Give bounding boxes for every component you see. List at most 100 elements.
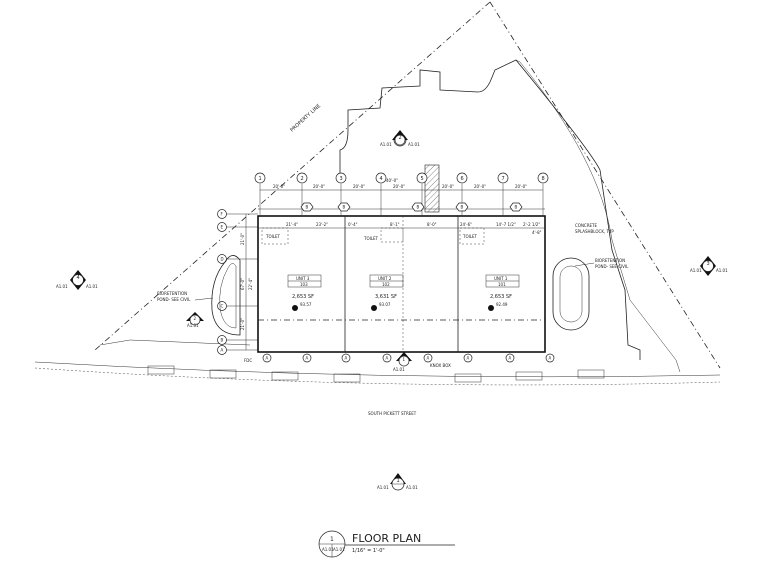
svg-text:B: B <box>306 205 309 210</box>
door-tag: A <box>382 353 392 363</box>
grid-bubble: 8 <box>537 172 549 184</box>
svg-text:1: 1 <box>259 176 262 182</box>
door-tag: A <box>505 353 515 363</box>
svg-text:4: 4 <box>77 275 80 281</box>
svg-text:93.57: 93.57 <box>300 302 312 307</box>
svg-text:A: A <box>266 356 269 361</box>
svg-text:40'-0": 40'-0" <box>386 178 398 183</box>
svg-text:2'-2 1/2": 2'-2 1/2" <box>523 222 540 227</box>
svg-text:BIORETENTION: BIORETENTION <box>157 291 187 296</box>
property-line-left <box>94 1 491 351</box>
svg-text:A: A <box>467 356 470 361</box>
bioretention-pond-left-inner <box>219 263 237 329</box>
grid-bubble: A <box>217 345 227 355</box>
window-tag: B <box>411 202 425 212</box>
svg-text:D: D <box>221 257 224 262</box>
svg-text:UNIT 2: UNIT 2 <box>378 276 392 281</box>
svg-text:C: C <box>221 304 224 309</box>
grid-bubble: 1 <box>254 172 266 184</box>
svg-text:93.07: 93.07 <box>379 302 391 307</box>
bioretention-pond-left <box>211 255 241 336</box>
svg-text:8: 8 <box>542 176 545 182</box>
svg-text:A1.01: A1.01 <box>56 284 68 289</box>
grid-bubble: 7 <box>497 172 509 184</box>
svg-text:20'-0": 20'-0" <box>353 184 365 189</box>
leader-line <box>194 297 214 301</box>
svg-text:A: A <box>221 348 224 353</box>
svg-text:B: B <box>417 205 420 210</box>
leader-line <box>574 262 595 267</box>
svg-text:B: B <box>221 338 224 343</box>
door-tag: A <box>423 353 433 363</box>
note-knox-box: KNOX BOX <box>430 363 451 368</box>
svg-text:8'-1": 8'-1" <box>390 222 400 227</box>
site-outline <box>339 59 641 360</box>
svg-text:B: B <box>343 205 346 210</box>
svg-text:B: B <box>515 205 518 210</box>
svg-text:SPLASHBLOCK, TYP: SPLASHBLOCK, TYP <box>575 229 614 234</box>
toilet-room: TOILET <box>363 227 404 243</box>
street-edge <box>34 367 721 386</box>
svg-text:3: 3 <box>707 261 710 267</box>
parking-spaces <box>147 365 605 383</box>
property-line-right <box>489 1 721 369</box>
scale-text: 1/16" = 1'-0" <box>352 548 385 554</box>
side-dimensions: 21'-0" 67'-0" 22'-4" 21'-0" <box>240 233 253 330</box>
svg-text:8'-0": 8'-0" <box>427 222 437 227</box>
svg-text:B: B <box>461 205 464 210</box>
note-fdc: FDC <box>244 358 252 363</box>
section-marker-5: 2 A1.01 <box>186 312 204 328</box>
svg-text:A: A <box>345 356 348 361</box>
svg-text:102: 102 <box>382 282 390 287</box>
svg-text:A: A <box>386 356 389 361</box>
grid-bubble: 5 <box>416 172 428 184</box>
grid-bubble: C <box>217 301 227 311</box>
grid-rows: F E D C B A <box>217 209 258 355</box>
svg-text:22'-4": 22'-4" <box>248 278 253 290</box>
driveway-edge <box>515 59 681 373</box>
door-tag: A <box>463 353 473 363</box>
building-outline <box>257 215 546 353</box>
svg-text:20'-0": 20'-0" <box>273 184 285 189</box>
svg-text:20'-0": 20'-0" <box>515 184 527 189</box>
section-marker-2: 1 A1.01 <box>393 352 412 372</box>
toilet-room: TOILET <box>261 227 289 245</box>
svg-text:A1.01: A1.01 <box>322 547 334 552</box>
svg-text:7: 7 <box>502 176 505 182</box>
elevation-marker-icon <box>292 305 298 311</box>
svg-text:A: A <box>427 356 430 361</box>
svg-text:POND- SEE CIVIL: POND- SEE CIVIL <box>157 297 191 302</box>
window-tag: B <box>509 202 523 212</box>
svg-text:2: 2 <box>194 316 197 321</box>
svg-text:A: A <box>549 356 552 361</box>
svg-text:A: A <box>509 356 512 361</box>
grid-bubble: D <box>217 254 227 264</box>
svg-text:23'-2": 23'-2" <box>316 222 328 227</box>
svg-text:3,631 SF: 3,631 SF <box>375 294 397 300</box>
svg-text:2: 2 <box>399 135 402 141</box>
street-curb <box>34 361 721 378</box>
grid-bubble: 2 <box>296 172 308 184</box>
bioretention-pond-right-inner <box>559 265 583 323</box>
svg-text:21'-4": 21'-4" <box>286 222 298 227</box>
svg-text:21'-0": 21'-0" <box>240 318 245 330</box>
door-tag: A <box>262 353 272 363</box>
elevation-marker-icon <box>488 305 494 311</box>
door-tag: A <box>341 353 351 363</box>
window-tag: B <box>337 202 351 212</box>
svg-text:4: 4 <box>380 176 383 182</box>
grid-bubble: E <box>217 222 227 232</box>
svg-text:101: 101 <box>498 282 506 287</box>
svg-text:2,653 SF: 2,653 SF <box>292 294 314 300</box>
svg-text:TOILET: TOILET <box>363 236 379 241</box>
svg-text:21'-0": 21'-0" <box>240 233 245 245</box>
title-text: FLOOR PLAN <box>352 532 421 545</box>
